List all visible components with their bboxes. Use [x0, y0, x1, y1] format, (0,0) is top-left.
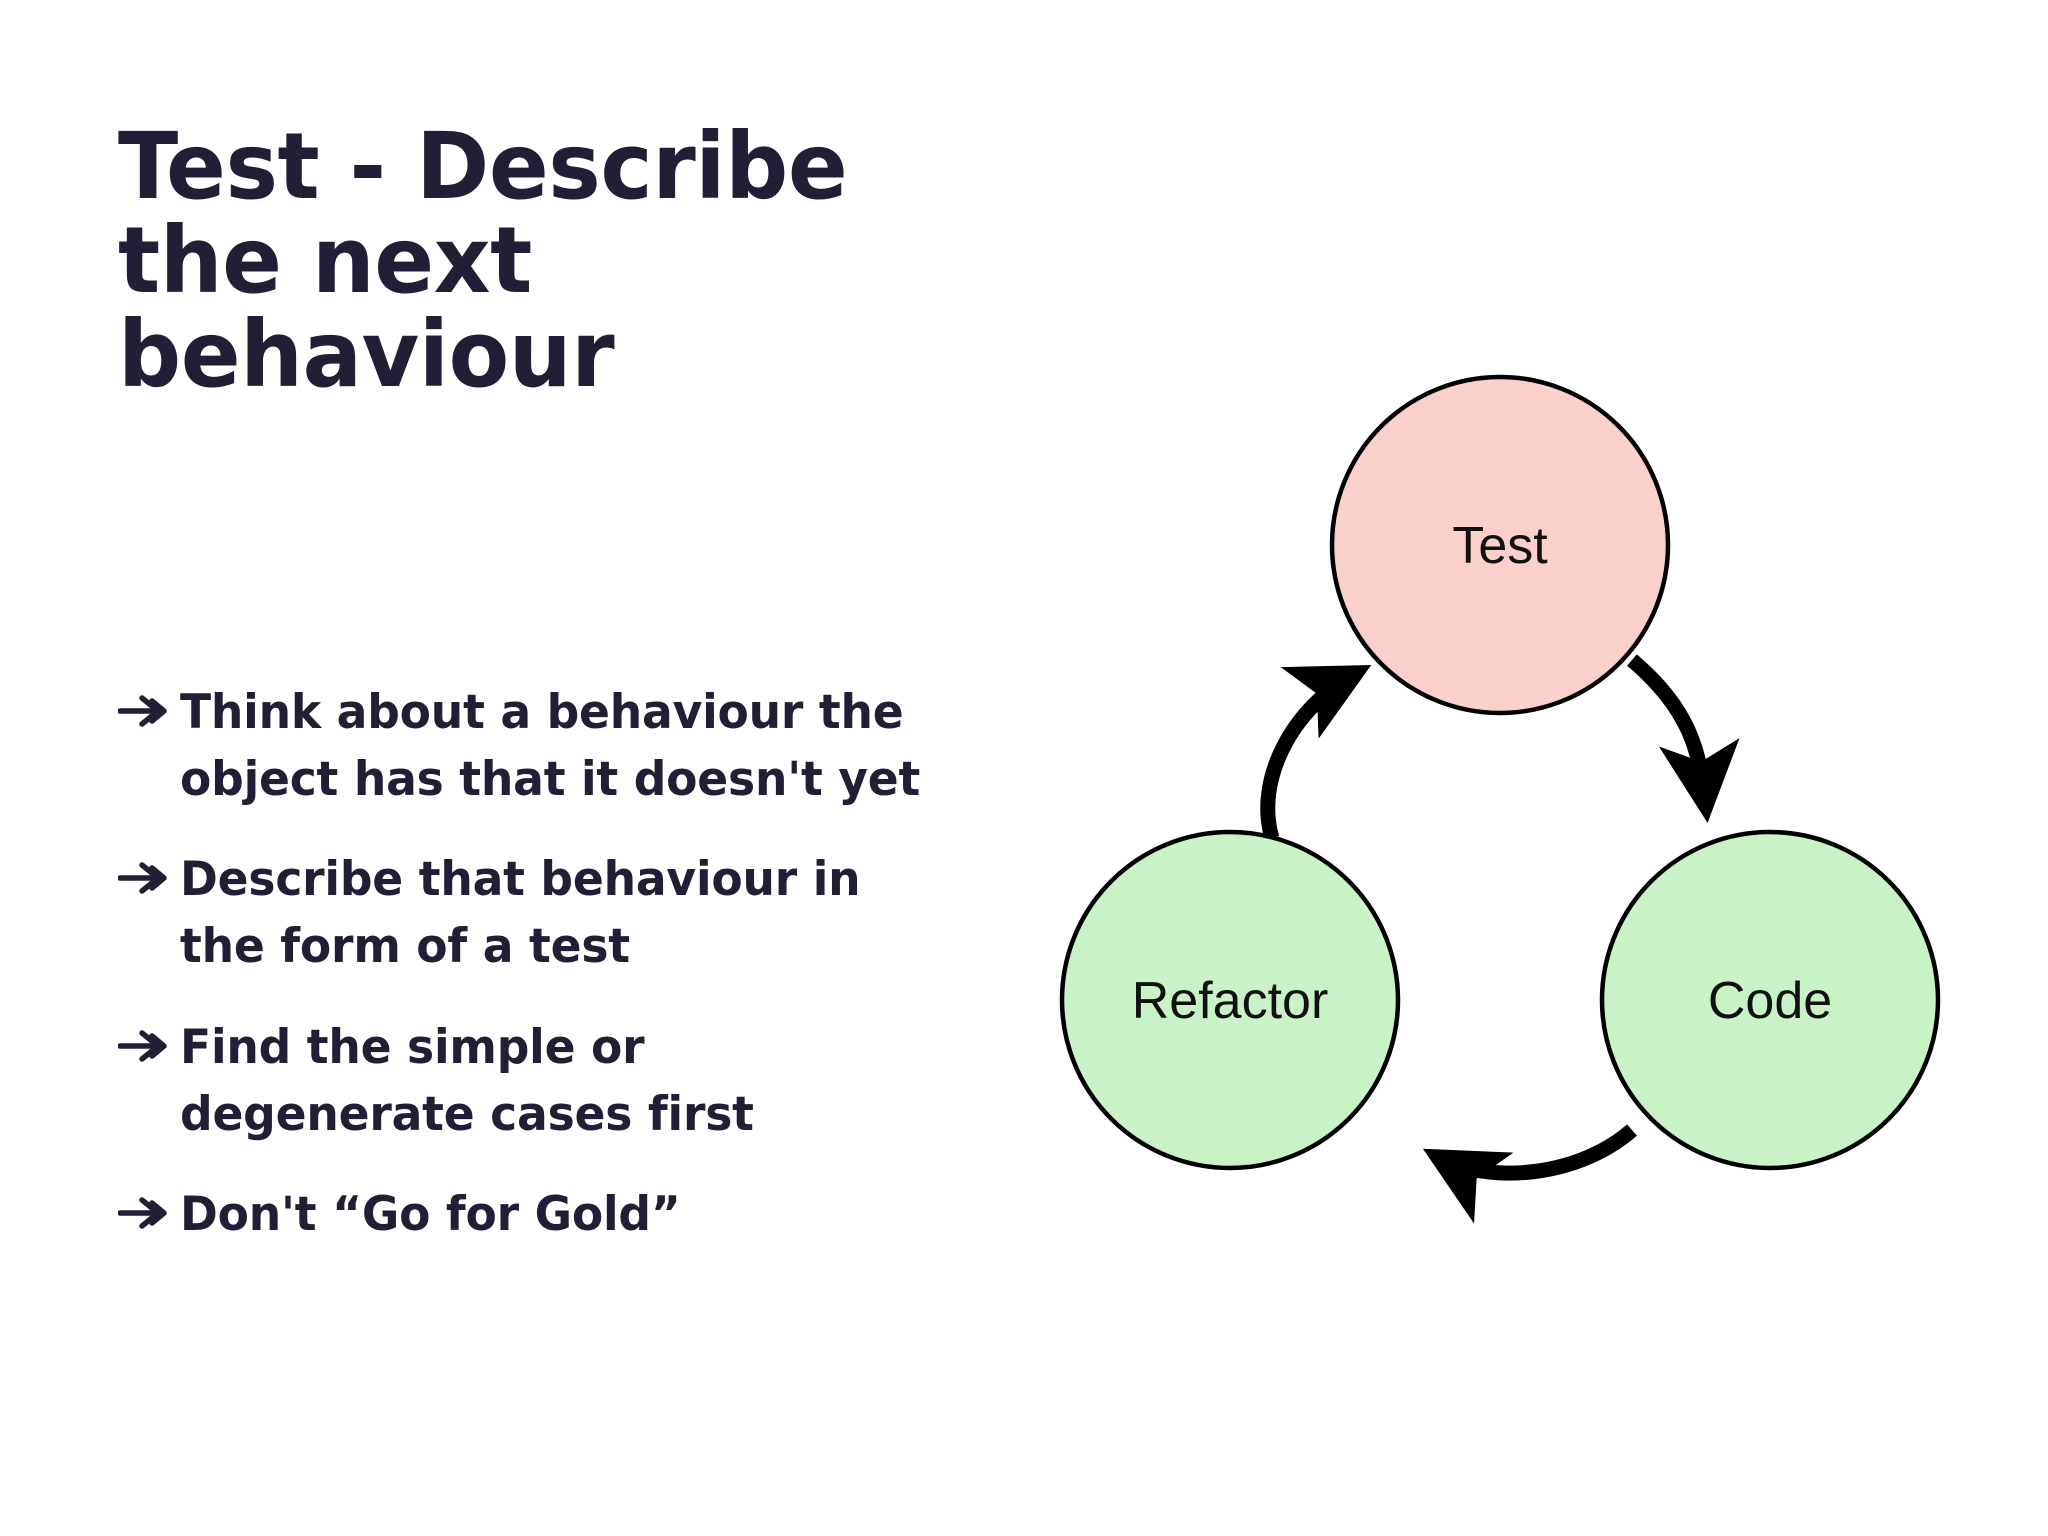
- node-test[interactable]: Test: [1329, 374, 1671, 716]
- page-title: Test - Describe the next behaviour: [118, 113, 848, 408]
- edge-test-to-code: [1627, 654, 1740, 823]
- content-column: Test - Describe the next behaviour Think…: [118, 113, 948, 1242]
- node-code[interactable]: Code: [1599, 829, 1941, 1171]
- node-code-circle[interactable]: [1599, 829, 1941, 1171]
- double-arrow-right-icon: [118, 847, 180, 895]
- node-test-label: Test: [1452, 517, 1548, 575]
- list-item: Find the simple or degenerate cases firs…: [118, 1015, 948, 1148]
- edge-code-to-refactor: [1422, 1124, 1637, 1224]
- list-item-label: Find the simple or degenerate cases firs…: [180, 1019, 754, 1142]
- node-refactor-circle[interactable]: [1059, 829, 1401, 1171]
- list-item: Describe that behaviour in the form of a…: [118, 847, 948, 980]
- list-item-label: Don't “Go for Gold”: [180, 1187, 681, 1243]
- bullet-list: Think about a behaviour the object has t…: [118, 680, 948, 1283]
- node-refactor-label: Refactor: [1132, 972, 1329, 1030]
- list-item: Think about a behaviour the object has t…: [118, 680, 948, 813]
- tdd-cycle-diagram: Test Code Refactor: [1040, 330, 1960, 1230]
- node-code-label: Code: [1708, 972, 1832, 1030]
- node-refactor[interactable]: Refactor: [1059, 829, 1401, 1171]
- double-arrow-right-icon: [118, 680, 180, 728]
- node-test-circle[interactable]: [1329, 374, 1671, 716]
- list-item-label: Describe that behaviour in the form of a…: [180, 852, 861, 975]
- double-arrow-right-icon: [118, 1015, 180, 1063]
- list-item: Don't “Go for Gold”: [118, 1182, 948, 1249]
- double-arrow-right-icon: [118, 1182, 180, 1230]
- edge-refactor-to-test: [1260, 664, 1372, 841]
- list-item-label: Think about a behaviour the object has t…: [180, 685, 921, 807]
